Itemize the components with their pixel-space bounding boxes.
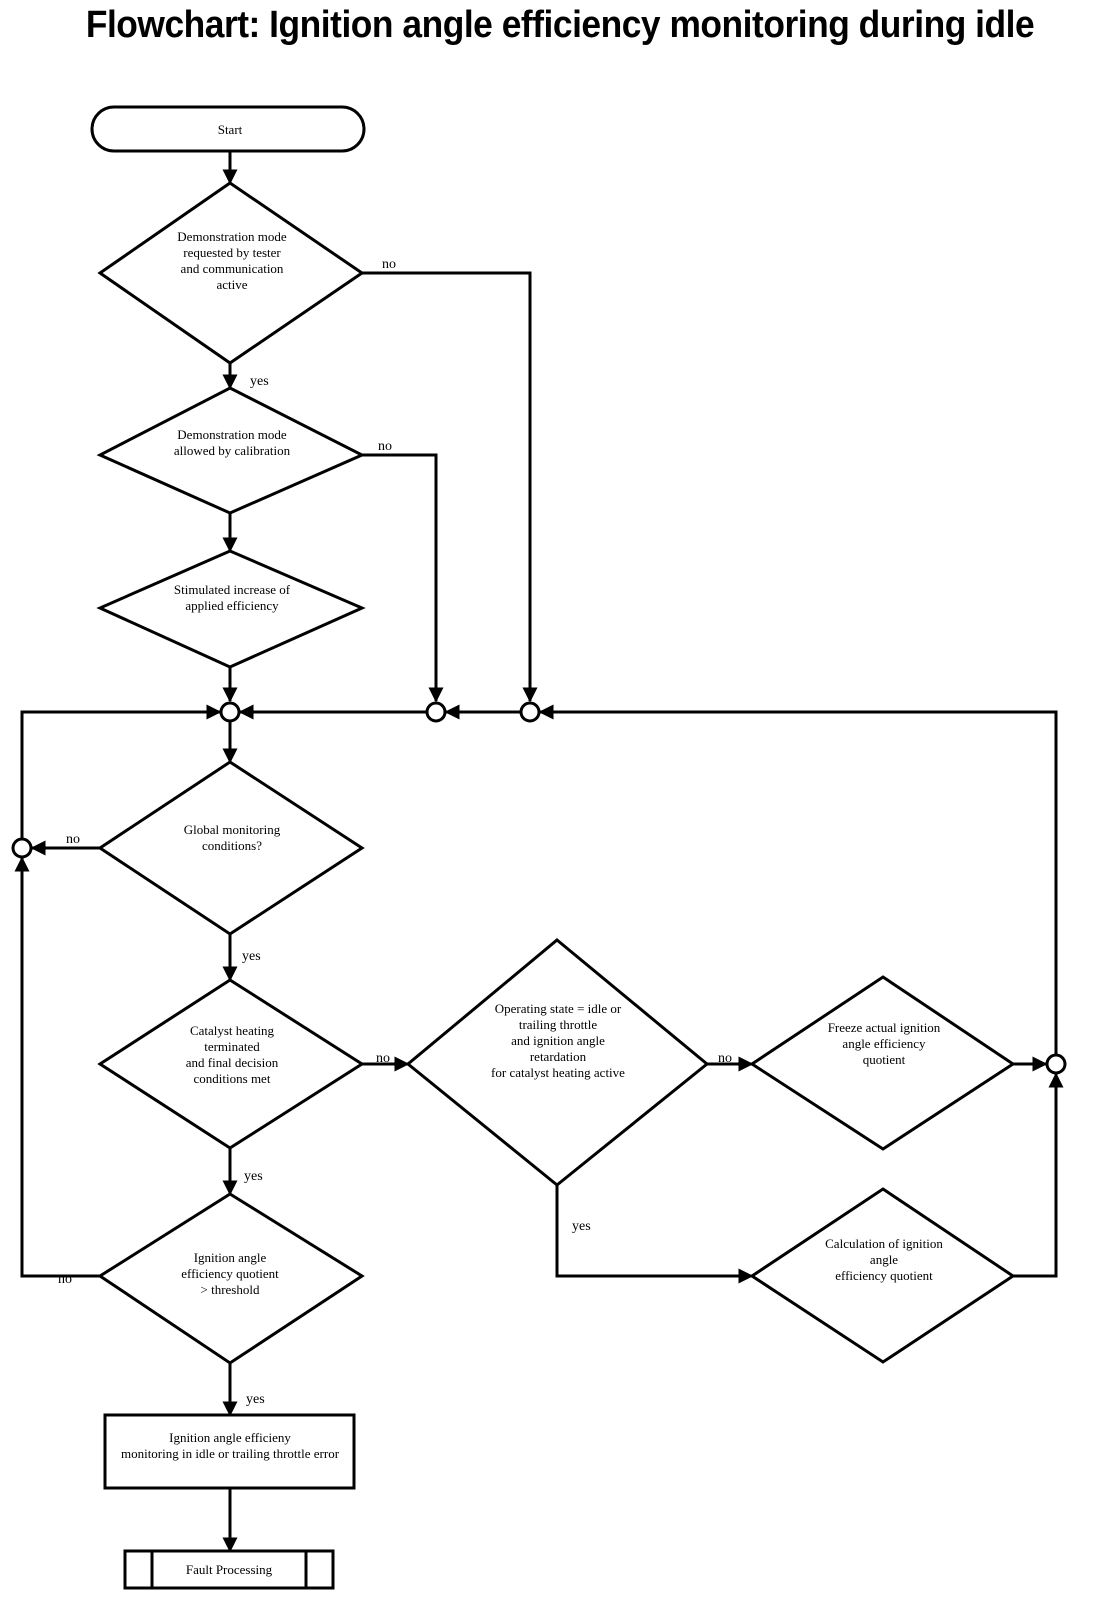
label-line: Demonstration mode bbox=[177, 229, 287, 244]
label-line: conditions? bbox=[202, 838, 262, 853]
catalyst-no-label: no bbox=[376, 1051, 390, 1066]
label-line: Operating state = idle or bbox=[495, 1001, 622, 1016]
junction-main bbox=[219, 701, 241, 723]
fault-processing-label: Fault Processing bbox=[186, 1562, 273, 1577]
label-line: Ignition angle efficieny bbox=[169, 1430, 291, 1445]
label-line: Catalyst heating bbox=[190, 1023, 275, 1038]
label-line: terminated bbox=[204, 1039, 260, 1054]
label-line: conditions met bbox=[194, 1071, 271, 1086]
operating-no-label: no bbox=[718, 1051, 732, 1066]
label-line: retardation bbox=[530, 1049, 587, 1064]
label-line: trailing throttle bbox=[519, 1017, 598, 1032]
threshold-no-label: no bbox=[58, 1272, 72, 1287]
global-no-label: no bbox=[66, 832, 80, 847]
arrow-right-join-loop bbox=[538, 704, 1058, 1054]
label-line: Freeze actual ignition bbox=[828, 1020, 941, 1035]
label-line: Calculation of ignition bbox=[825, 1236, 943, 1251]
label-line: Fault Processing bbox=[186, 1562, 273, 1577]
arrow-operating-yes bbox=[555, 1185, 754, 1284]
threshold-yes-label: yes bbox=[246, 1392, 265, 1407]
label-line: active bbox=[216, 277, 247, 292]
label-line: efficiency quotient bbox=[835, 1268, 933, 1283]
page-title: Flowchart: Ignition angle efficiency mon… bbox=[85, 4, 1035, 46]
label-line: Global monitoring bbox=[184, 822, 281, 837]
label-line: efficiency quotient bbox=[181, 1266, 279, 1281]
label-line: angle bbox=[870, 1252, 898, 1267]
demo-allowed-no-label: no bbox=[378, 439, 392, 454]
label-line: applied efficiency bbox=[185, 598, 279, 613]
junction-right bbox=[1045, 1053, 1067, 1075]
line-left-join-loop bbox=[20, 704, 222, 838]
label-line: Start bbox=[218, 122, 243, 137]
arrow-demo-allowed-no bbox=[362, 453, 444, 703]
label-line: quotient bbox=[863, 1052, 906, 1067]
demo-requested-yes-label: yes bbox=[250, 374, 269, 389]
label-line: monitoring in idle or trailing throttle … bbox=[121, 1446, 340, 1461]
operating-yes-label: yes bbox=[572, 1219, 591, 1234]
label-line: angle efficiency bbox=[842, 1036, 926, 1051]
arrow-demo-requested-no bbox=[362, 271, 538, 703]
label-line: Ignition angle bbox=[194, 1250, 267, 1265]
start-label: Start bbox=[218, 122, 243, 137]
junction-demo-allowed bbox=[425, 701, 447, 723]
junction-left bbox=[11, 837, 33, 859]
start-terminal bbox=[90, 105, 366, 153]
arrow-threshold-no bbox=[14, 856, 100, 1278]
label-line: and final decision bbox=[186, 1055, 279, 1070]
arrow-calc-to-join bbox=[1013, 1072, 1064, 1278]
label-line: for catalyst heating active bbox=[491, 1065, 625, 1080]
label-line: and ignition angle bbox=[511, 1033, 605, 1048]
label-line: Demonstration mode bbox=[177, 427, 287, 442]
global-yes-label: yes bbox=[242, 949, 261, 964]
freeze-quotient-decision bbox=[749, 975, 1016, 1151]
label-line: > threshold bbox=[201, 1282, 260, 1297]
label-line: requested by tester bbox=[183, 245, 281, 260]
junction-demo-requested bbox=[519, 701, 541, 723]
label-line: and communication bbox=[181, 261, 284, 276]
catalyst-yes-label: yes bbox=[244, 1169, 263, 1184]
label-line: allowed by calibration bbox=[174, 443, 291, 458]
monitoring-error-process bbox=[103, 1413, 356, 1490]
fault-processing-subprocess bbox=[123, 1549, 335, 1590]
demo-requested-no-label: no bbox=[382, 257, 396, 272]
label-line: Stimulated increase of bbox=[174, 582, 291, 597]
calc-quotient-decision bbox=[749, 1187, 1016, 1364]
